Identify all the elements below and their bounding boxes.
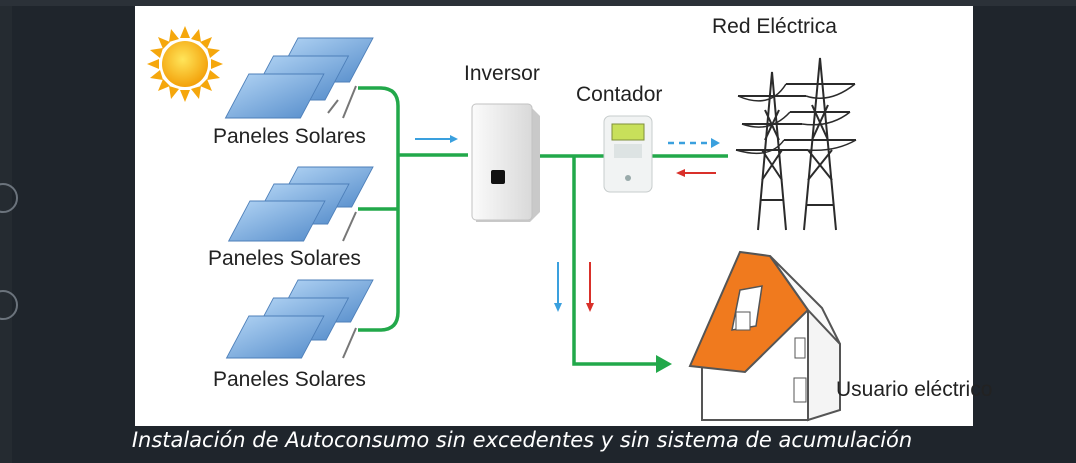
- inverter-icon: [471, 103, 540, 222]
- solar-panel-group-2: [227, 166, 374, 242]
- grid-label: Red Eléctrica: [712, 15, 837, 38]
- power-tower-icon: [735, 57, 857, 231]
- solar-panel-group-1: [224, 37, 374, 119]
- solar-panels-label-2: Paneles Solares: [208, 247, 361, 270]
- sun-icon: [147, 26, 223, 102]
- diagram-caption: Instalación de Autoconsumo sin excedente…: [131, 428, 913, 452]
- flow-arrows: [415, 135, 720, 312]
- house-icon: [688, 250, 841, 422]
- wiring: [358, 86, 728, 366]
- electric-user-label: Usuario eléctrico: [836, 378, 993, 401]
- window-top-bar: [0, 0, 1076, 6]
- meter-icon: [603, 115, 653, 193]
- solar-panel-group-3: [225, 279, 374, 359]
- solar-panels-label-3: Paneles Solares: [213, 368, 366, 391]
- meter-label: Contador: [576, 83, 663, 106]
- flow-to-house-arrowhead: [656, 355, 672, 373]
- solar-panels-label-1: Paneles Solares: [213, 125, 366, 148]
- slide-edge: [0, 6, 12, 463]
- inverter-label: Inversor: [464, 62, 540, 85]
